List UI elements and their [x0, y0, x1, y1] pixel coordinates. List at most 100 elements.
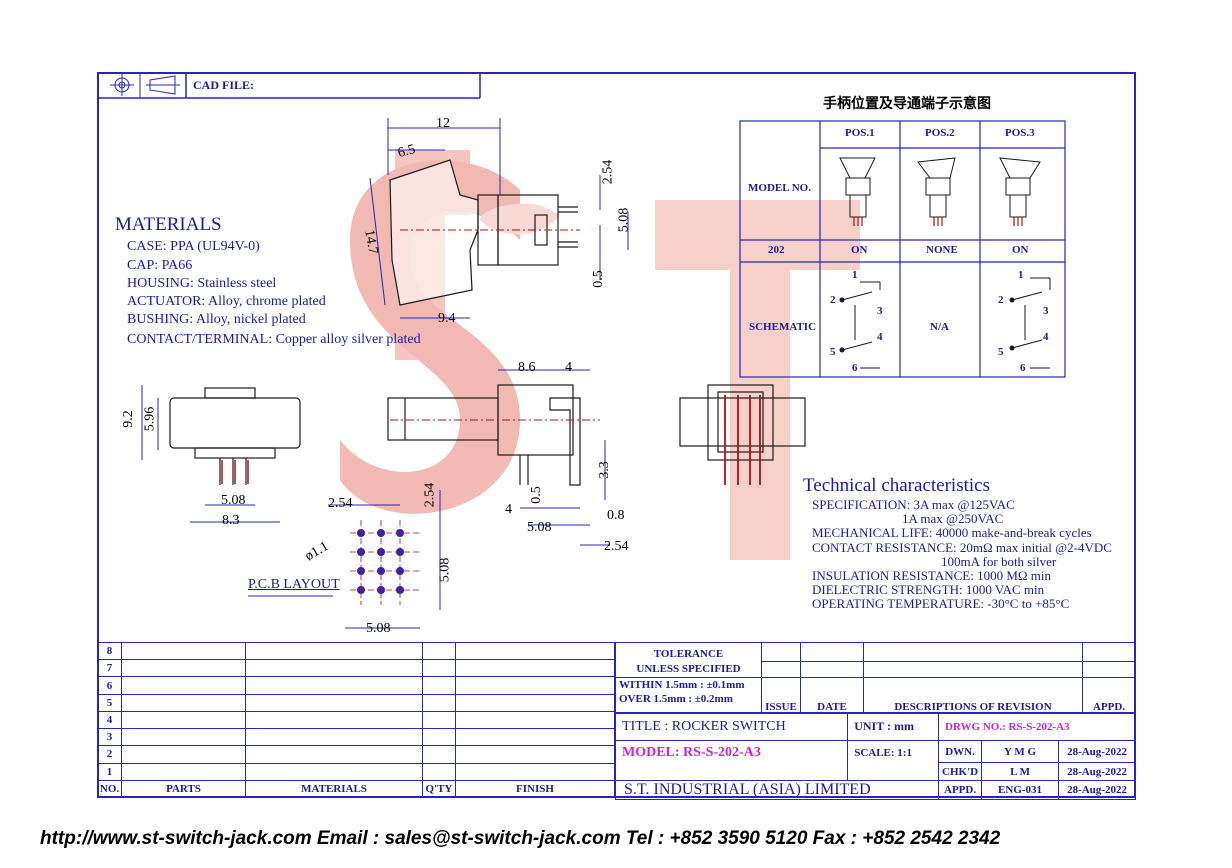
chk-label: CHK'D [938, 762, 983, 781]
schematic-pos3 [1009, 277, 1051, 369]
dim-label: 8.6 [518, 360, 536, 375]
bom-header-parts: PARTS [121, 779, 246, 799]
tolerance-within: WITHIN 1.5mm : ±0.1mm [619, 679, 745, 691]
bom-row-no: 2 [97, 745, 122, 764]
drawing-number: DRWG NO.: RS-S-202-A3 [938, 712, 1136, 741]
unit-label: UNIT : mm [847, 712, 940, 741]
bom-row-no: 1 [97, 762, 122, 781]
terminal-label: 2 [830, 294, 836, 306]
materials-line: ACTUATOR: Alloy, chrome plated [127, 294, 326, 309]
dim-label: 14.7 [361, 228, 381, 256]
chk-value: L M [981, 762, 1060, 781]
dim-label: 9.2 [120, 410, 136, 428]
materials-line: CAP: PA66 [127, 258, 193, 273]
appd-label: APPD. [938, 780, 983, 800]
dim-label: 3.3 [596, 461, 612, 479]
schematic-label: SCHEMATIC [749, 321, 817, 333]
terminal-label: 4 [877, 331, 883, 343]
pcb-hole-grid [357, 529, 404, 594]
revision-appd: APPD. [1082, 677, 1136, 714]
terminal-label: 3 [1043, 305, 1049, 317]
terminal-label: 1 [852, 269, 858, 281]
dim-label: 2.54 [600, 159, 616, 185]
drawing-title: TITLE : ROCKER SWITCH [614, 712, 849, 741]
bom-row-no: 6 [97, 676, 122, 695]
dim-label: 5.08 [616, 207, 632, 233]
terminal-label: 5 [830, 346, 836, 358]
switch-end-view [169, 387, 301, 485]
tech-line: SPECIFICATION: 3A max @125VAC [812, 497, 1015, 512]
dim-label: 0.5 [528, 486, 544, 504]
dim-label: 2.54 [604, 539, 629, 554]
materials-line: BUSHING: Alloy, nickel plated [127, 312, 306, 327]
terminal-label: 3 [877, 305, 883, 317]
revision-issue: ISSUE [761, 677, 801, 714]
revision-desc: DESCRIPTIONS OF REVISION [863, 677, 1083, 714]
cad-file-label: CAD FILE: [193, 78, 255, 92]
pos-header: POS.3 [1005, 127, 1035, 139]
state-pos2: NONE [926, 244, 958, 256]
bom-row-no: 4 [97, 710, 122, 730]
dim-label: 0.5 [590, 270, 606, 288]
tech-line: 1A max @250VAC [902, 511, 1004, 526]
dim-label: 5.08 [366, 621, 391, 636]
terminal-label: 1 [1018, 269, 1024, 281]
materials-line: HOUSING: Stainless steel [127, 276, 277, 291]
terminal-label: 4 [1043, 331, 1049, 343]
state-pos3: ON [1012, 244, 1029, 256]
dim-label: 4 [505, 502, 512, 517]
dim-label: 5.08 [527, 520, 552, 535]
materials-title: MATERIALS [115, 214, 222, 235]
dim-label: 5.08 [221, 493, 246, 508]
pos-header: POS.2 [925, 127, 955, 139]
dwn-label: DWN. [938, 740, 983, 763]
position-icons [839, 157, 1041, 218]
dwn-date: 28-Aug-2022 [1058, 740, 1136, 763]
position-table-title: 手柄位置及导通端子示意图 [823, 95, 991, 111]
contact-footer: http://www.st-switch-jack.com Email : sa… [40, 828, 1001, 849]
tech-line: MECHANICAL LIFE: 40000 make-and-break cy… [812, 525, 1092, 540]
bom-row-no: 7 [97, 659, 122, 678]
scale-label: SCALE: 1:1 [847, 740, 940, 781]
company-name: S.T. INDUSTRIAL (ASIA) LIMITED [614, 780, 940, 800]
model-value: 202 [768, 244, 785, 256]
bom-row-no: 3 [97, 728, 122, 747]
bom-header-finish: FINISH [455, 779, 615, 799]
revision-table: TOLERANCE UNLESS SPECIFIED WITHIN 1.5mm … [615, 642, 1136, 714]
dwn-value: Y M G [981, 740, 1060, 763]
bom-header-no: NO. [97, 779, 122, 799]
technical-title: Technical characteristics [803, 475, 990, 496]
na-label: N/A [930, 321, 949, 333]
tech-line: DIELECTRIC STRENGTH: 1000 VAC min [812, 582, 1045, 597]
dim-label: 2.54 [328, 496, 353, 511]
appd-value: ENG-031 [981, 780, 1060, 800]
title-block: TITLE : ROCKER SWITCH UNIT : mm DRWG NO.… [614, 712, 1136, 800]
tolerance-title: TOLERANCE [653, 648, 724, 660]
tolerance-over: OVER 1.5mm : ±0.2mm [619, 693, 733, 705]
projection-symbol-icon [110, 74, 180, 96]
tolerance-subtitle: UNLESS SPECIFIED [636, 663, 741, 675]
revision-date: DATE [800, 677, 864, 714]
model-no-label: MODEL NO. [748, 182, 811, 194]
model-number: MODEL: RS-S-202-A3 [614, 740, 849, 781]
dim-label: 0.8 [607, 508, 625, 523]
tech-line: 100mA for both silver [941, 554, 1057, 569]
dim-label: 5.96 [142, 406, 158, 432]
terminal-label: 5 [998, 346, 1004, 358]
tech-line: INSULATION RESISTANCE: 1000 MΩ min [812, 568, 1052, 583]
switch-profile-view [387, 384, 581, 486]
chk-date: 28-Aug-2022 [1058, 762, 1136, 781]
terminal-label: 2 [998, 294, 1004, 306]
tech-line: CONTACT RESISTANCE: 20mΩ max initial @2-… [812, 540, 1112, 555]
materials-line: CASE: PPA (UL94V-0) [127, 239, 260, 254]
dim-label: 8.3 [222, 513, 240, 528]
dim-label: 9.4 [438, 311, 456, 326]
dim-label: 12 [436, 116, 450, 131]
position-table-grid [739, 120, 1066, 378]
bom-row-no: 8 [97, 641, 122, 661]
bom-header-materials: MATERIALS [245, 779, 423, 799]
materials-line: CONTACT/TERMINAL: Copper alloy silver pl… [127, 332, 421, 347]
appd-date: 28-Aug-2022 [1058, 780, 1136, 800]
pcb-layout-label: P.C.B LAYOUT [248, 577, 340, 592]
